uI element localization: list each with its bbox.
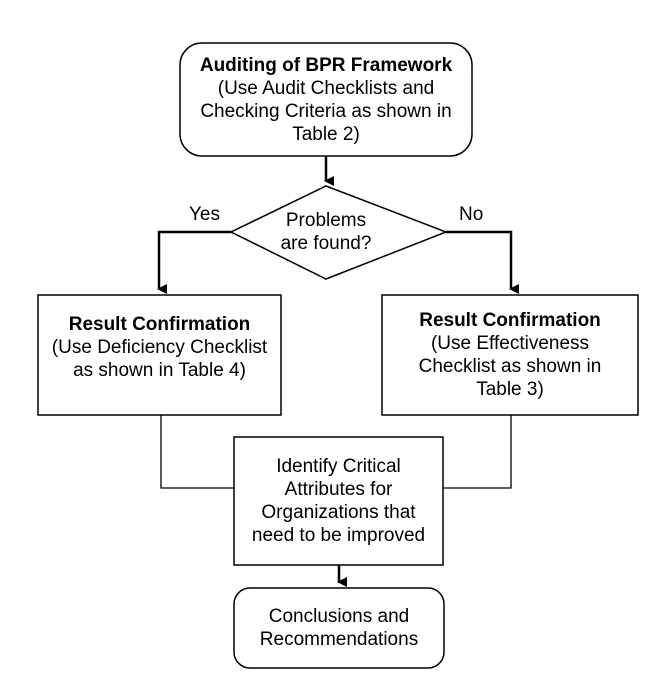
- no-label: No: [459, 204, 484, 225]
- left-result-title: Result Confirmation: [68, 313, 251, 335]
- identify-line: need to be improved: [251, 525, 426, 546]
- identify-line: Identify Critical: [276, 456, 401, 477]
- right-result-line: (Use Effectiveness: [430, 333, 590, 354]
- left-result-line: as shown in Table 4): [73, 359, 246, 381]
- identify-line: Attributes for: [284, 479, 393, 500]
- end-line: Conclusions and: [268, 606, 410, 627]
- arrow-yes-branch: [157, 230, 231, 294]
- identify-text: Identify Critical Attributes for Organiz…: [234, 437, 443, 565]
- start-line: (Use Audit Checklists and: [217, 77, 435, 99]
- left-result-text: Result Confirmation (Use Deficiency Chec…: [38, 295, 281, 399]
- identify-line: Organizations that: [261, 502, 416, 523]
- left-result-line: (Use Deficiency Checklist: [51, 336, 268, 358]
- right-result-line: Checklist as shown in: [418, 356, 602, 377]
- decision-line: are found?: [280, 233, 372, 254]
- decision-text: Problems are found?: [251, 196, 401, 268]
- decision-diamond: [229, 185, 449, 280]
- connector-left-to-identify: [160, 415, 234, 489]
- left-result-box: [37, 294, 282, 416]
- start-line: Table 2): [292, 123, 360, 145]
- end-text: Conclusions and Recommendations: [234, 588, 444, 668]
- yes-label: Yes: [189, 204, 220, 225]
- right-result-text: Result Confirmation (Use Effectiveness C…: [382, 295, 638, 415]
- start-box-text: Auditing of BPR Framework (Use Audit Che…: [180, 43, 472, 156]
- right-result-title: Result Confirmation: [419, 310, 601, 331]
- right-result-line: Table 3): [476, 379, 544, 400]
- end-line: Recommendations: [259, 629, 419, 650]
- connector-right-to-identify: [443, 415, 512, 489]
- start-title: Auditing of BPR Framework: [199, 54, 453, 76]
- decision-line: Problems: [285, 210, 367, 231]
- end-box: [233, 587, 445, 669]
- right-result-box: [381, 294, 639, 416]
- start-line: Checking Criteria as shown in: [200, 100, 452, 122]
- arrow-no-branch: [446, 230, 519, 294]
